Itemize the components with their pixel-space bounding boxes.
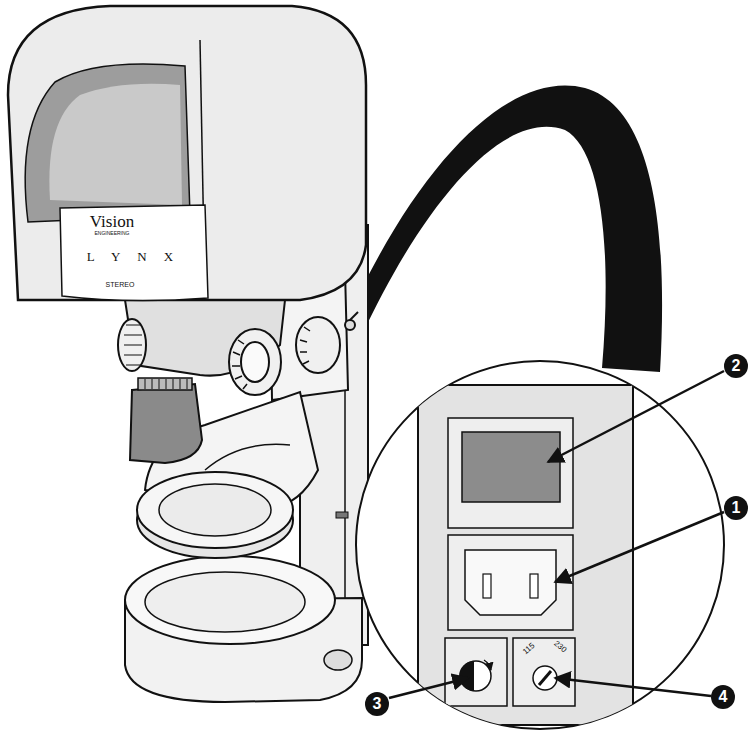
power-switch	[462, 432, 560, 502]
voltage-selector	[533, 666, 557, 690]
logo-panel	[60, 205, 208, 301]
callout-number: 4	[719, 689, 728, 705]
detail-inset	[356, 361, 724, 729]
brand-logo: Vision	[90, 213, 134, 230]
callout-markers	[365, 354, 748, 716]
model-name: L Y N X	[87, 250, 173, 263]
brand-subtitle: ENGINEERING	[94, 231, 129, 236]
power-inlet	[465, 550, 556, 615]
zoom-knob	[118, 319, 146, 371]
callout-number: 1	[732, 500, 741, 516]
viewing-head	[8, 6, 366, 300]
model-subtitle: STEREO	[106, 281, 135, 288]
stage-plate	[137, 472, 293, 548]
focus-knob	[296, 312, 358, 373]
light-guide	[130, 384, 202, 463]
power-cable	[360, 85, 662, 372]
callout-number: 3	[373, 696, 382, 712]
callout-number: 2	[732, 358, 741, 374]
focus-knob	[229, 329, 281, 395]
